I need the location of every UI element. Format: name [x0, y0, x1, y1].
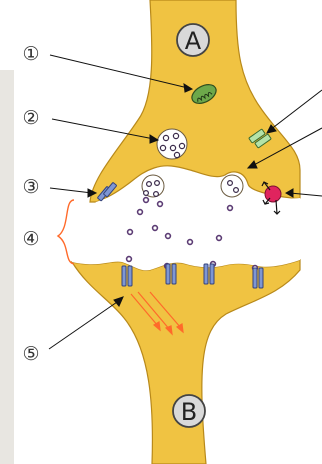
fusing-vesicle [221, 175, 243, 197]
callout-4: ④ [22, 228, 39, 250]
postsynaptic-neuron [72, 260, 300, 464]
callout-3: ③ [22, 176, 39, 198]
bracket-icon [58, 200, 74, 264]
neuron-a-label: A [185, 27, 202, 55]
callout-1: ① [22, 43, 39, 65]
callout-5: ⑤ [22, 343, 39, 365]
callout-2: ② [22, 107, 39, 129]
vesicle-icon [157, 129, 187, 159]
ion-channel [265, 186, 281, 202]
fusing-vesicle [142, 175, 164, 197]
neuron-b-label: B [181, 398, 197, 426]
